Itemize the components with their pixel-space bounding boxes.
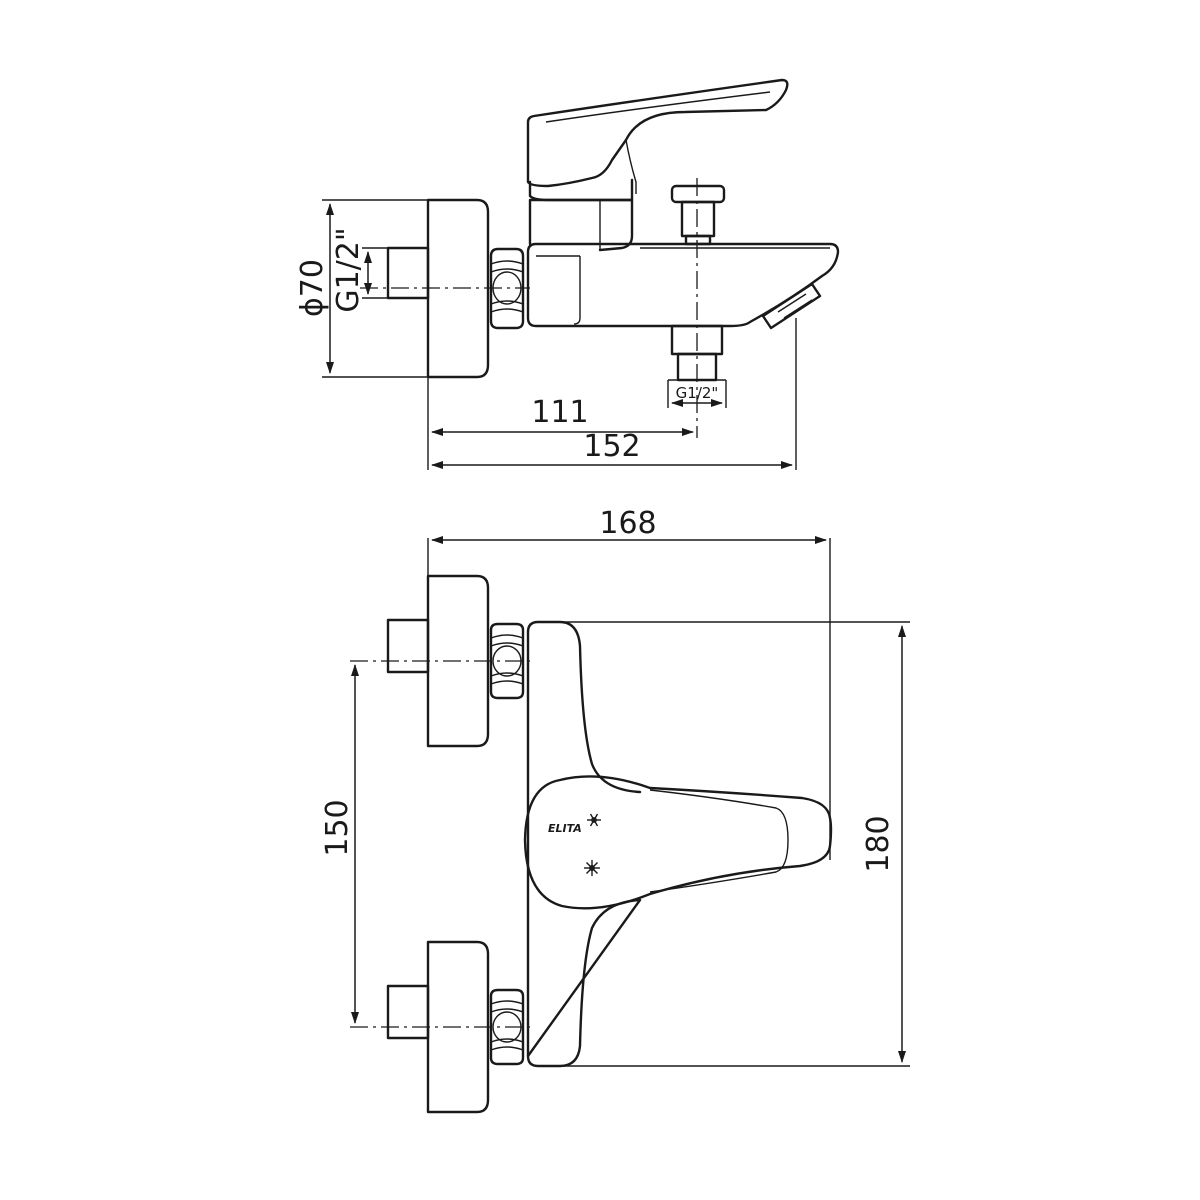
- dim-centers-150: 150: [320, 664, 359, 1024]
- side-cartridge-housing: [528, 198, 634, 252]
- dim-diameter: ϕ70: [295, 199, 428, 378]
- front-view: ELITA 168 150: [320, 506, 910, 1114]
- front-mixer-body: [526, 620, 642, 1068]
- dim-diameter-label: ϕ70: [295, 259, 330, 317]
- side-aerator: [761, 282, 822, 330]
- snowflake-icon: [587, 813, 601, 827]
- side-lever-handle: [526, 78, 789, 202]
- dim-length-111-label: 111: [531, 395, 588, 430]
- dim-width-168: 168: [427, 506, 831, 860]
- side-diverter-knob: [670, 184, 726, 246]
- side-wall-flange: [426, 198, 490, 379]
- dim-height-180: 180: [560, 621, 910, 1067]
- dim-length-152-label: 152: [583, 429, 640, 464]
- brand-logo: ELITA: [548, 822, 582, 835]
- front-lever-handle: [523, 775, 833, 910]
- dim-thread-outlet-label: G1/2": [676, 384, 719, 402]
- dim-thread-inlet-label: G1/2": [331, 227, 366, 312]
- dim-width-168-label: 168: [599, 506, 656, 541]
- side-inlet-nipple: [386, 246, 430, 300]
- sun-icon: [584, 860, 600, 876]
- dim-length-152: 152: [431, 318, 797, 470]
- front-top-inlet: [350, 574, 530, 748]
- dim-thread-inlet: G1/2": [331, 227, 388, 313]
- front-bottom-inlet: [350, 940, 530, 1114]
- dim-height-180-label: 180: [861, 815, 896, 872]
- dim-length-111: 111: [427, 377, 694, 470]
- side-mixer-body: [526, 242, 840, 328]
- dim-centers-150-label: 150: [320, 799, 355, 856]
- side-view: ϕ70 G1/2" G1/2" 111 152: [295, 78, 840, 470]
- dim-thread-outlet: G1/2": [671, 384, 723, 407]
